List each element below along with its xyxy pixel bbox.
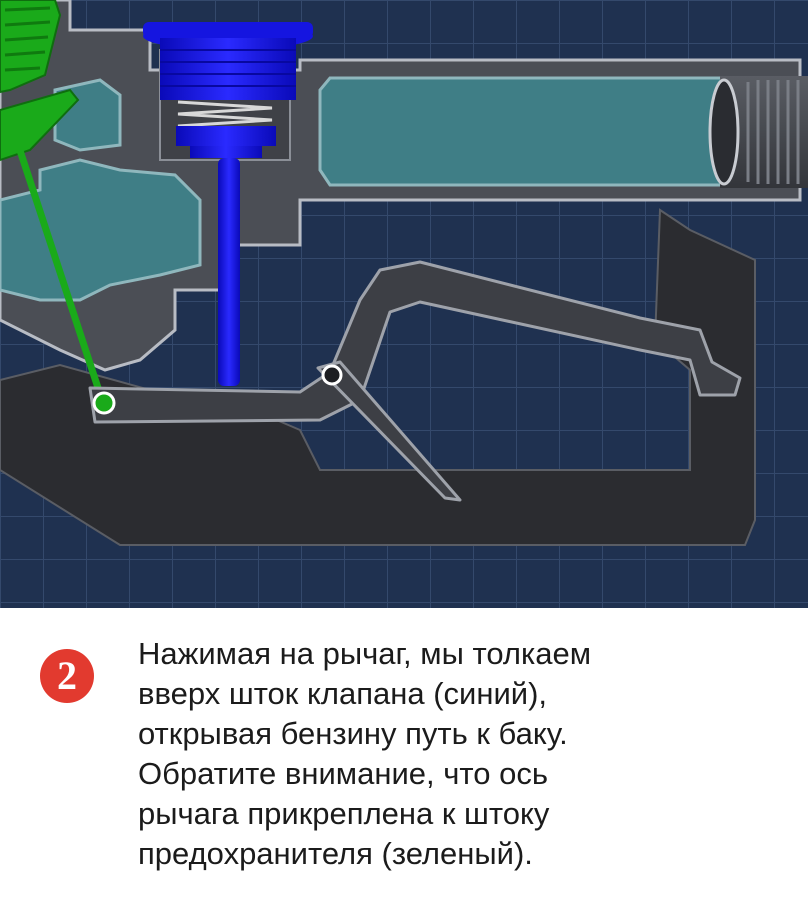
lever-axle [92,391,116,415]
latch-pawl [316,360,462,502]
nozzle-diagram [0,0,808,608]
valve-stem [143,22,313,386]
caption-block: 2 Нажимая на рычаг, мы толкаем вверх што… [0,608,808,910]
caption-line: Нажимая на рычаг, мы толкаем [138,636,592,671]
spout-opening [708,78,740,186]
fuel-channel-lower [0,158,202,302]
safety-rod [6,116,106,404]
caption-line: вверх шток клапана (синий), [138,676,548,711]
caption-line: Обратите внимание, что ось [138,756,548,791]
caption-line: открывая бензину путь к баку. [138,716,568,751]
caption-line: рычага прикреплена к штоку [138,796,550,831]
step-number-badge: 2 [40,649,94,703]
pawl-pivot [321,364,343,386]
caption-text: Нажимая на рычаг, мы толкаем вверх шток … [138,634,778,874]
trigger-lever [88,260,742,424]
nozzle-diagram-svg [0,0,808,608]
fuel-channel-main [318,76,732,187]
caption-line: предохранителя (зеленый). [138,836,533,871]
spout-thread [746,80,800,184]
